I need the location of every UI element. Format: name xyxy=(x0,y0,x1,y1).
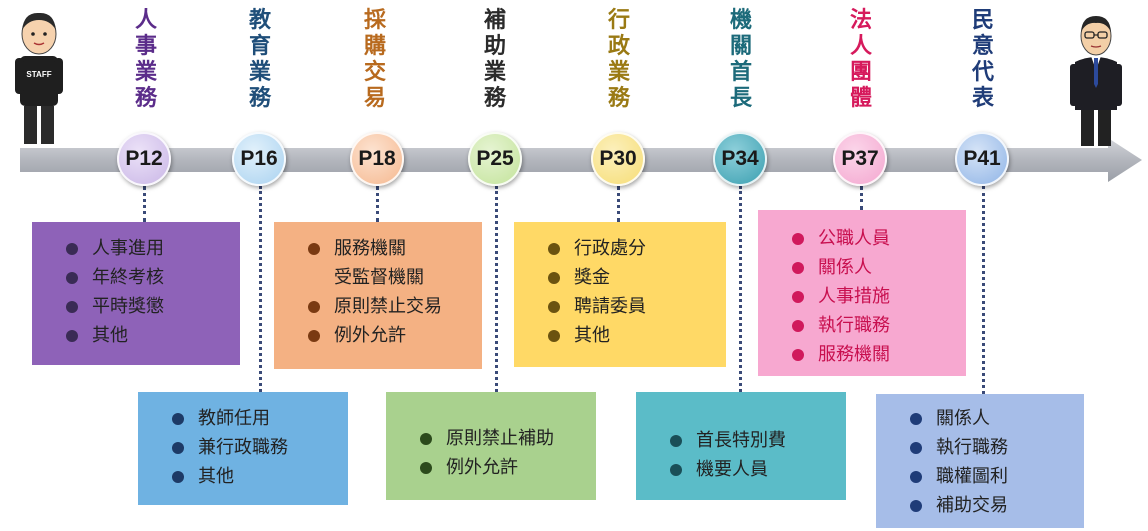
list-item: 原則禁止補助 xyxy=(420,424,586,453)
list-item: 其他 xyxy=(548,321,716,350)
page-node-p41[interactable]: P41 xyxy=(955,132,1009,186)
staff-shirt-text: STAFF xyxy=(26,70,51,79)
bullet-dot-icon xyxy=(172,471,184,483)
bullet-dot-icon xyxy=(66,272,78,284)
connector-line xyxy=(143,186,146,222)
list-item: 首長特別費 xyxy=(670,426,836,455)
stage-title-agency-head: 機關首長 xyxy=(729,8,752,111)
page-number: P41 xyxy=(963,147,1001,170)
list-item: 關係人 xyxy=(910,404,1074,433)
connector-line xyxy=(259,186,262,392)
list-item: 例外允許 xyxy=(308,321,472,350)
list-item: 其他 xyxy=(66,321,230,350)
bullet-dot-icon xyxy=(172,413,184,425)
bullet-dot-icon xyxy=(420,462,432,474)
stage-title-legislator: 民意代表 xyxy=(971,8,994,111)
page-number: P25 xyxy=(476,147,514,170)
bullet-dot-icon xyxy=(548,330,560,342)
page-node-p12[interactable]: P12 xyxy=(117,132,171,186)
page-number: P16 xyxy=(240,147,278,170)
list-item: 獎金 xyxy=(548,263,716,292)
page-number: P12 xyxy=(125,147,163,170)
bullet-dot-icon xyxy=(548,301,560,313)
bullet-dot-icon xyxy=(420,433,432,445)
list-item: 執行職務 xyxy=(792,311,956,340)
stage-title-administration: 行政業務 xyxy=(607,8,630,111)
stage-title-hr: 人事業務 xyxy=(134,8,157,111)
representative-person-icon xyxy=(1070,16,1122,146)
list-item: 人事進用 xyxy=(66,234,230,263)
stage-title-procurement: 採購交易 xyxy=(363,8,386,111)
bullet-dot-icon xyxy=(66,301,78,313)
stage-box-procurement: 服務機關 受監督機關 原則禁止交易 例外允許 xyxy=(274,222,482,369)
bullet-dot-icon xyxy=(172,442,184,454)
connector-line xyxy=(860,186,863,210)
staff-person-icon: STAFF xyxy=(15,12,63,144)
bullet-dot-icon xyxy=(910,500,922,512)
bullet-dot-icon xyxy=(308,301,320,313)
list-item: 例外允許 xyxy=(420,453,586,482)
list-item: 平時獎懲 xyxy=(66,292,230,321)
list-item-continued: 受監督機關 xyxy=(334,267,424,288)
list-item: 機要人員 xyxy=(670,455,836,484)
list-item: 年終考核 xyxy=(66,263,230,292)
bullet-dot-icon xyxy=(792,291,804,303)
list-item: 兼行政職務 xyxy=(172,433,338,462)
bullet-dot-icon xyxy=(548,272,560,284)
list-item: 公職人員 xyxy=(792,224,956,253)
page-node-p34[interactable]: P34 xyxy=(713,132,767,186)
list-item: 執行職務 xyxy=(910,433,1074,462)
connector-line xyxy=(982,186,985,394)
bullet-dot-icon xyxy=(792,349,804,361)
connector-line xyxy=(617,186,620,222)
bullet-dot-icon xyxy=(66,330,78,342)
page-number: P34 xyxy=(721,147,759,170)
page-node-p30[interactable]: P30 xyxy=(591,132,645,186)
bullet-dot-icon xyxy=(910,413,922,425)
page-node-p37[interactable]: P37 xyxy=(833,132,887,186)
bullet-dot-icon xyxy=(308,243,320,255)
bullet-dot-icon xyxy=(910,471,922,483)
list-item: 原則禁止交易 xyxy=(308,292,472,321)
page-node-p16[interactable]: P16 xyxy=(232,132,286,186)
bullet-dot-icon xyxy=(792,320,804,332)
page-node-p18[interactable]: P18 xyxy=(350,132,404,186)
stage-box-agency-head: 首長特別費 機要人員 xyxy=(636,392,846,500)
page-number: P18 xyxy=(358,147,396,170)
list-item: 補助交易 xyxy=(910,491,1074,520)
connector-line xyxy=(739,186,742,392)
list-item: 其他 xyxy=(172,462,338,491)
page-number: P30 xyxy=(599,147,637,170)
list-item: 服務機關 xyxy=(308,234,472,263)
bullet-dot-icon xyxy=(66,243,78,255)
list-item: 人事措施 xyxy=(792,282,956,311)
page-node-p25[interactable]: P25 xyxy=(468,132,522,186)
list-item: 聘請委員 xyxy=(548,292,716,321)
bullet-dot-icon xyxy=(792,262,804,274)
list-item: 服務機關 xyxy=(792,340,956,369)
connector-line xyxy=(495,186,498,392)
bullet-dot-icon xyxy=(910,442,922,454)
bullet-dot-icon xyxy=(670,435,682,447)
stage-box-education: 教師任用 兼行政職務 其他 xyxy=(138,392,348,505)
bullet-dot-icon xyxy=(792,233,804,245)
list-item: 職權圖利 xyxy=(910,462,1074,491)
list-item: 教師任用 xyxy=(172,404,338,433)
bullet-dot-icon xyxy=(548,243,560,255)
stage-box-hr: 人事進用 年終考核 平時獎懲 其他 xyxy=(32,222,240,365)
list-item: 行政處分 xyxy=(548,234,716,263)
stage-title-legal-entity: 法人團體 xyxy=(849,8,872,111)
stage-title-subsidy: 補助業務 xyxy=(483,8,506,111)
page-number: P37 xyxy=(841,147,879,170)
connector-line xyxy=(376,186,379,222)
stage-box-legal-entity: 公職人員 關係人 人事措施 執行職務 服務機關 xyxy=(758,210,966,376)
bullet-dot-icon xyxy=(670,464,682,476)
stage-box-administration: 行政處分 獎金 聘請委員 其他 xyxy=(514,222,726,367)
bullet-dot-icon xyxy=(308,330,320,342)
list-item: 關係人 xyxy=(792,253,956,282)
stage-title-education: 教育業務 xyxy=(248,8,271,111)
stage-box-legislator: 關係人 執行職務 職權圖利 補助交易 xyxy=(876,394,1084,528)
stage-box-subsidy: 原則禁止補助 例外允許 xyxy=(386,392,596,500)
